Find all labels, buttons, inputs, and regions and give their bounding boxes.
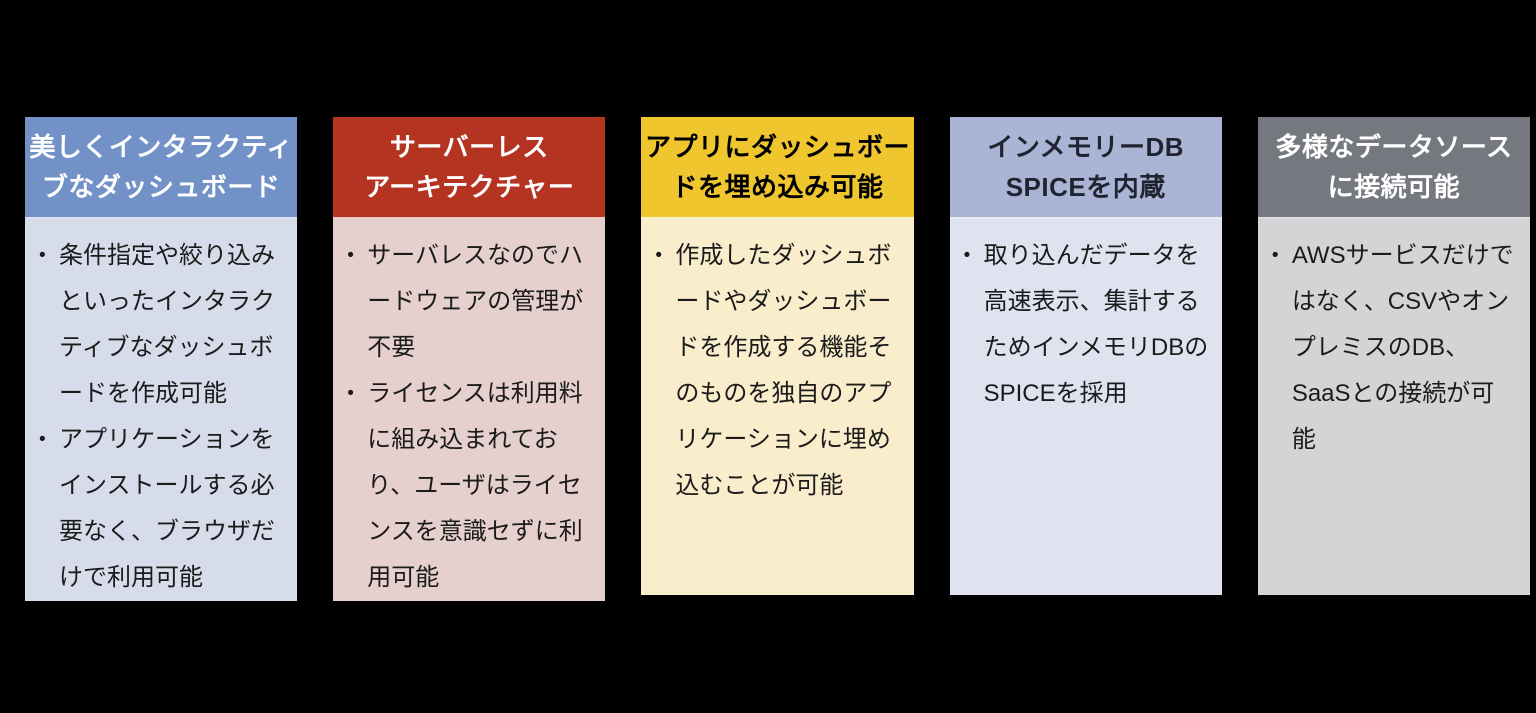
bullet-text: 作成したダッシュボードやダッシュボードを作成する機能そのものを独自のアプリケーシ… xyxy=(675,242,892,499)
card-title-line: ドを埋め込み可能 xyxy=(671,172,884,202)
card-title-line: 美しくインタラクティ xyxy=(29,132,293,162)
bullet-icon: • xyxy=(347,245,354,266)
card-header: インメモリーDB SPICEを内蔵 xyxy=(949,117,1222,219)
card-title-line: 多様なデータソース xyxy=(1275,132,1513,162)
bullet-item: • アプリケーションをインストールする必要なく、ブラウザだけで利用可能 xyxy=(37,417,285,601)
card-body: • 条件指定や絞り込みといったインタラクティブなダッシュボードを作成可能 • ア… xyxy=(25,219,298,601)
feature-card-data-sources: 多様なデータソース に接続可能 • AWSサービスだけではなく、CSVやオンプレ… xyxy=(1257,117,1531,595)
card-body: • 取り込んだデータを高速表示、集計するためインメモリDBのSPICEを採用 xyxy=(949,219,1222,595)
card-header: 多様なデータソース に接続可能 xyxy=(1257,117,1531,219)
bullet-item: • AWSサービスだけではなく、CSVやオンプレミスのDB、SaaSとの接続が可… xyxy=(1270,233,1518,463)
bullet-icon: • xyxy=(1271,245,1279,266)
card-title-line: に接続可能 xyxy=(1327,172,1461,202)
bullet-icon: • xyxy=(39,245,46,266)
feature-card-interactive-dashboard: 美しくインタラクティ ブなダッシュボード • 条件指定や絞り込みといったインタラ… xyxy=(25,117,298,601)
bullet-text: AWSサービスだけではなく、CSVやオンプレミスのDB、SaaSとの接続が可能 xyxy=(1291,242,1514,453)
bullet-text: サーバレスなのでハードウェアの管理が不要 xyxy=(367,242,584,361)
bullet-item: • ライセンスは利用料に組み込まれており、ユーザはライセンスを意識セずに利用可能 xyxy=(345,371,593,601)
bullet-icon: • xyxy=(963,245,971,266)
bullet-icon: • xyxy=(655,245,663,266)
card-body: • サーバレスなのでハードウェアの管理が不要 • ライセンスは利用料に組み込まれ… xyxy=(333,219,606,601)
card-title-line: SPICEを内蔵 xyxy=(1005,172,1166,202)
bullet-item: • 条件指定や絞り込みといったインタラクティブなダッシュボードを作成可能 xyxy=(37,233,285,417)
card-body: • 作成したダッシュボードやダッシュボードを作成する機能そのものを独自のアプリケ… xyxy=(641,219,914,595)
bullet-item: • 取り込んだデータを高速表示、集計するためインメモリDBのSPICEを採用 xyxy=(962,233,1210,417)
card-body: • AWSサービスだけではなく、CSVやオンプレミスのDB、SaaSとの接続が可… xyxy=(1257,219,1531,595)
card-title-line: アプリにダッシュボー xyxy=(645,132,911,162)
bullet-item: • サーバレスなのでハードウェアの管理が不要 xyxy=(345,233,593,371)
bullet-text: ライセンスは利用料に組み込まれており、ユーザはライセンスを意識セずに利用可能 xyxy=(367,380,583,591)
feature-card-embed-dashboard: アプリにダッシュボー ドを埋め込み可能 • 作成したダッシュボードやダッシュボー… xyxy=(641,117,914,595)
card-header: 美しくインタラクティ ブなダッシュボード xyxy=(25,117,298,219)
bullet-item: • 作成したダッシュボードやダッシュボードを作成する機能そのものを独自のアプリケ… xyxy=(653,233,901,509)
feature-card-in-memory-db-spice: インメモリーDB SPICEを内蔵 • 取り込んだデータを高速表示、集計するため… xyxy=(949,117,1222,595)
bullet-text: アプリケーションをインストールする必要なく、ブラウザだけで利用可能 xyxy=(59,426,275,591)
card-title-line: インメモリーDB xyxy=(987,132,1185,162)
bullet-text: 条件指定や絞り込みといったインタラクティブなダッシュボードを作成可能 xyxy=(59,242,275,407)
card-header: サーバーレス アーキテクチャー xyxy=(333,117,606,219)
bullet-text: 取り込んだデータを高速表示、集計するためインメモリDBのSPICEを採用 xyxy=(983,242,1209,407)
bullet-icon: • xyxy=(39,429,46,450)
card-title-line: サーバーレス xyxy=(389,132,549,162)
card-title-line: ブなダッシュボード xyxy=(41,172,281,202)
bullet-icon: • xyxy=(347,383,354,404)
feature-card-serverless-architecture: サーバーレス アーキテクチャー • サーバレスなのでハードウェアの管理が不要 •… xyxy=(333,117,606,601)
card-title-line: アーキテクチャー xyxy=(364,172,575,202)
card-header: アプリにダッシュボー ドを埋め込み可能 xyxy=(641,117,914,219)
